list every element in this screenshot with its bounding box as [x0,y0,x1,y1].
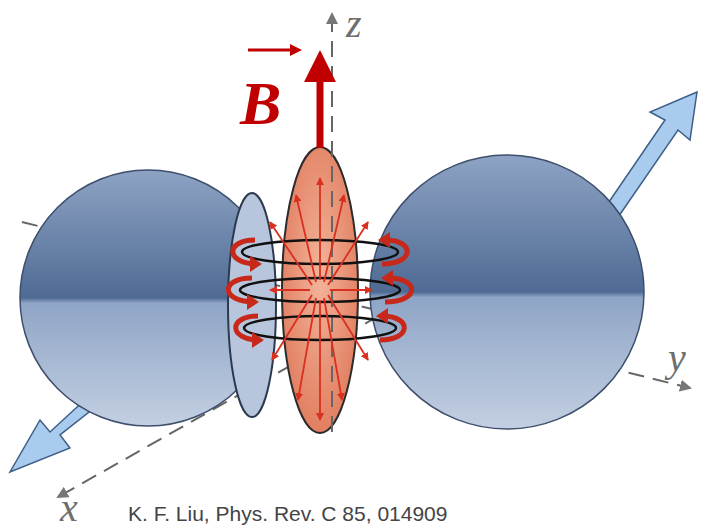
citation-note: K. F. Liu, Phys. Rev. C 85, 014909 [128,503,447,524]
axis-label: x [60,488,78,528]
axis-label: y [668,338,686,378]
axis-label: z [346,4,362,44]
field-label: B [240,72,281,134]
